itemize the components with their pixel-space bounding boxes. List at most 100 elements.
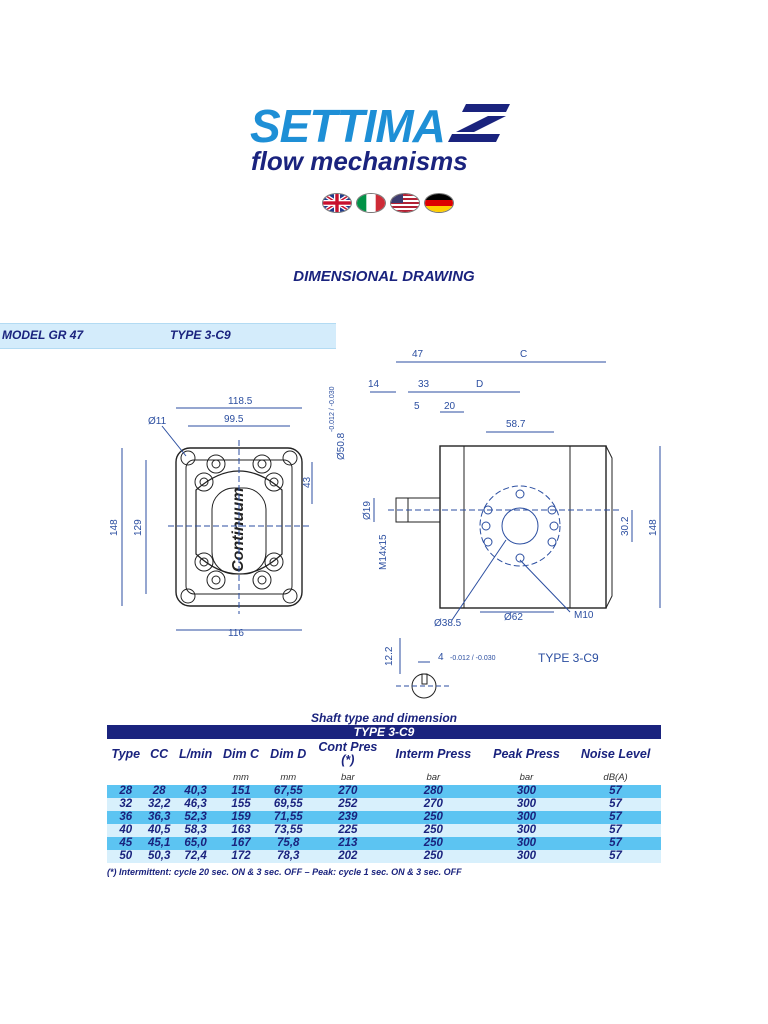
unit: bar: [519, 771, 534, 783]
unit: [145, 769, 174, 785]
units-row: mm mm bar bar bar dB(A): [107, 769, 661, 785]
table-cell: 155: [217, 798, 265, 811]
col-header: L/min: [178, 746, 213, 761]
dim-hole: Ø11: [148, 416, 167, 427]
germany-flag-icon[interactable]: [424, 193, 454, 213]
col-header: CC: [150, 746, 169, 761]
table-cell: 50,3: [144, 850, 174, 863]
dim-shaft-tol: -0.012 / -0.030: [450, 655, 496, 662]
table-cell: 73,55: [264, 824, 312, 837]
unit: [107, 769, 145, 785]
unit: dB(A): [603, 771, 628, 783]
dimensional-drawing: Continuum 118.5 99.5 Ø11 148 129 116 43 …: [109, 349, 661, 699]
table-cell: 300: [482, 785, 571, 798]
table-cell: 32: [107, 798, 145, 811]
table-cell: 252: [311, 798, 384, 811]
table-cell: 72,4: [173, 850, 218, 863]
table-cell: 151: [217, 785, 265, 798]
dim-118-5: 118.5: [228, 396, 253, 407]
brand-stripes-icon: [448, 104, 510, 142]
dim-62: Ø62: [504, 612, 523, 623]
col-header: Type: [111, 746, 141, 761]
brand-name: SETTIMA: [250, 100, 445, 152]
table-cell: 250: [383, 824, 483, 837]
type-header: TYPE 3-C9: [107, 725, 661, 739]
dim-43: 43: [302, 476, 313, 488]
brand-tagline: flow mechanisms: [251, 146, 468, 176]
type-header-row: TYPE 3-C9: [107, 725, 661, 739]
page-title: DIMENSIONAL DRAWING: [293, 268, 475, 285]
table-cell: 45,1: [144, 837, 174, 850]
unit: mm: [233, 771, 249, 783]
dim-20: 20: [444, 401, 456, 412]
dim-58-7: 58.7: [506, 419, 526, 430]
table-cell: 300: [482, 837, 571, 850]
table-cell: 67,55: [264, 785, 312, 798]
unit: bar: [426, 771, 441, 783]
table-cell: 300: [482, 850, 571, 863]
settima-logo: SETTIMA flow mechanisms: [250, 100, 510, 176]
model-name: MODEL GR 47: [2, 328, 84, 342]
table-cell: 28: [144, 785, 174, 798]
table-cell: 213: [311, 837, 384, 850]
col-header: Interm Press: [395, 746, 472, 761]
dim-148-side: 148: [648, 519, 659, 536]
table-cell: 75,8: [264, 837, 312, 850]
table-cell: 57: [570, 824, 661, 837]
dim-148-front: 148: [109, 519, 120, 536]
usa-flag-icon[interactable]: [390, 193, 420, 213]
front-view: Continuum 118.5 99.5 Ø11 148 129 116 43: [109, 396, 313, 639]
table-cell: 36,3: [144, 811, 174, 824]
table-cell: 250: [383, 811, 483, 824]
table-cell: 300: [482, 824, 571, 837]
table-cell: 36: [107, 811, 145, 824]
table-cell: 40: [107, 824, 145, 837]
language-selector: [322, 193, 454, 213]
table-cell: 69,55: [264, 798, 312, 811]
dim-m10: M10: [574, 610, 594, 621]
dim-shaft-dia: Ø50.8: [336, 432, 347, 460]
table-cell: 300: [482, 811, 571, 824]
dim-33: 33: [418, 379, 430, 390]
dim-12-2: 12.2: [384, 646, 395, 666]
table-cell: 58,3: [173, 824, 218, 837]
unit: bar: [340, 771, 355, 783]
table-cell: 50: [107, 850, 145, 863]
model-bar: [0, 323, 336, 349]
col-header: Peak Press: [493, 746, 560, 761]
table-cell: 46,3: [173, 798, 218, 811]
col-header: Noise Level: [580, 746, 651, 761]
table-cell: 78,3: [264, 850, 312, 863]
table-cell: 45: [107, 837, 145, 850]
table-cell: 270: [311, 785, 384, 798]
italy-flag-icon[interactable]: [356, 193, 386, 213]
table-cell: 57: [570, 837, 661, 850]
table-cell: 225: [311, 824, 384, 837]
type-caption: TYPE 3-C9: [538, 651, 599, 665]
dim-14: 14: [368, 379, 380, 390]
table-cell: 40,3: [173, 785, 218, 798]
uk-flag-icon[interactable]: [322, 193, 352, 213]
col-header: Dim C: [222, 746, 260, 761]
shaft-detail: 12.2 4 -0.012 / -0.030 TYPE 3-C9: [384, 638, 599, 699]
table-cell: 57: [570, 850, 661, 863]
table-cell: 32,2: [144, 798, 174, 811]
dim-38-5: Ø38.5: [434, 618, 462, 629]
unit: mm: [280, 771, 297, 783]
body-text: Continuum: [230, 488, 247, 572]
table-cell: 57: [570, 798, 661, 811]
dim-47: 47: [412, 349, 424, 360]
dim-116: 116: [228, 628, 244, 639]
dim-c: C: [520, 349, 527, 360]
dim-129: 129: [133, 519, 144, 536]
table-cell: 250: [383, 837, 483, 850]
column-headers: Type CC L/min Dim C Dim D Cont Pres (*) …: [107, 739, 661, 769]
table-cell: 71,55: [264, 811, 312, 824]
table-cell: 40,5: [144, 824, 174, 837]
side-view: 47 C 14 33 D 5 20 58.7 Ø50.8 -0.012 / -0…: [329, 349, 661, 629]
unit: [174, 769, 218, 785]
type-label: TYPE 3-C9: [170, 328, 231, 342]
